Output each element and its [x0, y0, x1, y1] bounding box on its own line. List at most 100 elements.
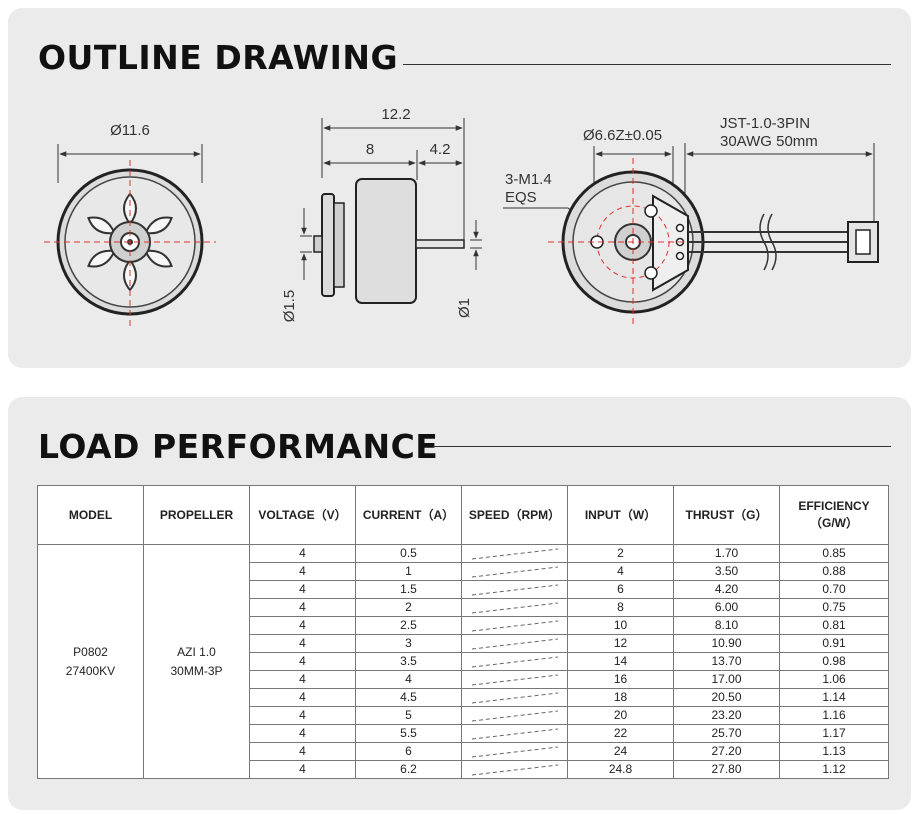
speed-cell	[461, 562, 568, 581]
voltage-cell: 4	[249, 688, 356, 707]
voltage-cell: 4	[249, 706, 356, 725]
thrust-cell: 4.20	[673, 580, 780, 599]
voltage-cell: 4	[249, 742, 356, 761]
efficiency-cell: 0.91	[779, 634, 889, 653]
efficiency-cell: 1.14	[779, 688, 889, 707]
shaft-diameter-label: Ø1	[456, 298, 473, 318]
thrust-cell: 6.00	[673, 598, 780, 617]
header-input: INPUT（W）	[567, 485, 674, 545]
current-cell: 3	[355, 634, 462, 653]
speed-cell	[461, 616, 568, 635]
speed-placeholder-dash	[471, 692, 558, 703]
input-cell: 18	[567, 688, 674, 707]
current-cell: 4	[355, 670, 462, 689]
voltage-cell: 4	[249, 562, 356, 581]
efficiency-cell: 1.06	[779, 670, 889, 689]
speed-cell	[461, 724, 568, 743]
table-header-row: MODEL PROPELLER VOLTAGE（V） CURRENT（A） SP…	[37, 485, 889, 545]
voltage-cell: 4	[249, 670, 356, 689]
load-performance-table: MODEL PROPELLER VOLTAGE（V） CURRENT（A） SP…	[37, 485, 889, 779]
current-cell: 0.5	[355, 544, 462, 563]
efficiency-cell: 0.75	[779, 598, 889, 617]
shaft-length-label: 4.2	[430, 141, 451, 158]
outline-drawing-panel: OUTLINE DRAWING Ø11.6	[8, 8, 911, 368]
input-cell: 12	[567, 634, 674, 653]
speed-cell	[461, 580, 568, 599]
speed-placeholder-dash	[471, 764, 558, 775]
thrust-cell: 17.00	[673, 670, 780, 689]
front-view: Ø11.6	[44, 122, 216, 326]
current-cell: 6.2	[355, 760, 462, 779]
thrust-cell: 8.10	[673, 616, 780, 635]
voltage-cell: 4	[249, 652, 356, 671]
efficiency-cell: 0.85	[779, 544, 889, 563]
model-kv: 27400KV	[65, 663, 116, 678]
speed-placeholder-dash	[471, 656, 558, 667]
input-cell: 22	[567, 724, 674, 743]
thrust-cell: 20.50	[673, 688, 780, 707]
model-name: P0802	[73, 644, 108, 659]
speed-cell	[461, 670, 568, 689]
screw-spec-label: 3-M1.4	[505, 171, 552, 188]
efficiency-cell: 0.81	[779, 616, 889, 635]
motor-outline-drawing: Ø11.6 12.2 8	[44, 106, 879, 326]
current-cell: 6	[355, 742, 462, 761]
voltage-cell: 4	[249, 724, 356, 743]
speed-cell	[461, 652, 568, 671]
propeller-name: AZI 1.0	[177, 644, 216, 659]
header-thrust: THRUST（G）	[673, 485, 780, 545]
model-cell: P0802 27400KV	[37, 544, 144, 779]
efficiency-cell: 0.70	[779, 580, 889, 599]
voltage-cell: 4	[249, 634, 356, 653]
thrust-cell: 13.70	[673, 652, 780, 671]
efficiency-cell: 0.98	[779, 652, 889, 671]
connector-wire-label: 30AWG 50mm	[720, 133, 818, 150]
voltage-cell: 4	[249, 580, 356, 599]
header-propeller: PROPELLER	[143, 485, 250, 545]
front-diameter-label: Ø11.6	[110, 122, 150, 139]
speed-placeholder-dash	[471, 566, 558, 577]
speed-placeholder-dash	[471, 584, 558, 595]
speed-placeholder-dash	[471, 674, 558, 685]
speed-placeholder-dash	[471, 548, 558, 559]
current-cell: 4.5	[355, 688, 462, 707]
input-cell: 2	[567, 544, 674, 563]
input-cell: 20	[567, 706, 674, 725]
thrust-cell: 27.20	[673, 742, 780, 761]
current-cell: 1.5	[355, 580, 462, 599]
hole-pattern-label: Ø6.6Z±0.05	[583, 127, 662, 144]
efficiency-cell: 1.16	[779, 706, 889, 725]
input-cell: 24.8	[567, 760, 674, 779]
connector-spec-label: JST-1.0-3PIN	[720, 115, 810, 132]
current-cell: 5	[355, 706, 462, 725]
propeller-cell: AZI 1.0 30MM-3P	[143, 544, 250, 779]
efficiency-cell: 1.13	[779, 742, 889, 761]
thrust-cell: 3.50	[673, 562, 780, 581]
input-cell: 6	[567, 580, 674, 599]
thrust-cell: 27.80	[673, 760, 780, 779]
thrust-cell: 10.90	[673, 634, 780, 653]
speed-cell	[461, 598, 568, 617]
header-voltage: VOLTAGE（V）	[249, 485, 356, 545]
efficiency-cell: 0.88	[779, 562, 889, 581]
title-rule	[403, 64, 891, 65]
speed-placeholder-dash	[471, 602, 558, 613]
efficiency-cell: 1.12	[779, 760, 889, 779]
efficiency-cell: 1.17	[779, 724, 889, 743]
load-performance-panel: LOAD PERFORMANCE MODEL PROPELLER VOLTAGE…	[8, 397, 911, 810]
speed-placeholder-dash	[471, 710, 558, 721]
input-cell: 24	[567, 742, 674, 761]
speed-cell	[461, 634, 568, 653]
current-cell: 3.5	[355, 652, 462, 671]
speed-cell	[461, 706, 568, 725]
speed-cell	[461, 760, 568, 779]
speed-cell	[461, 742, 568, 761]
header-current: CURRENT（A）	[355, 485, 462, 545]
thrust-cell: 1.70	[673, 544, 780, 563]
propeller-size: 30MM-3P	[170, 663, 223, 678]
speed-placeholder-dash	[471, 638, 558, 649]
